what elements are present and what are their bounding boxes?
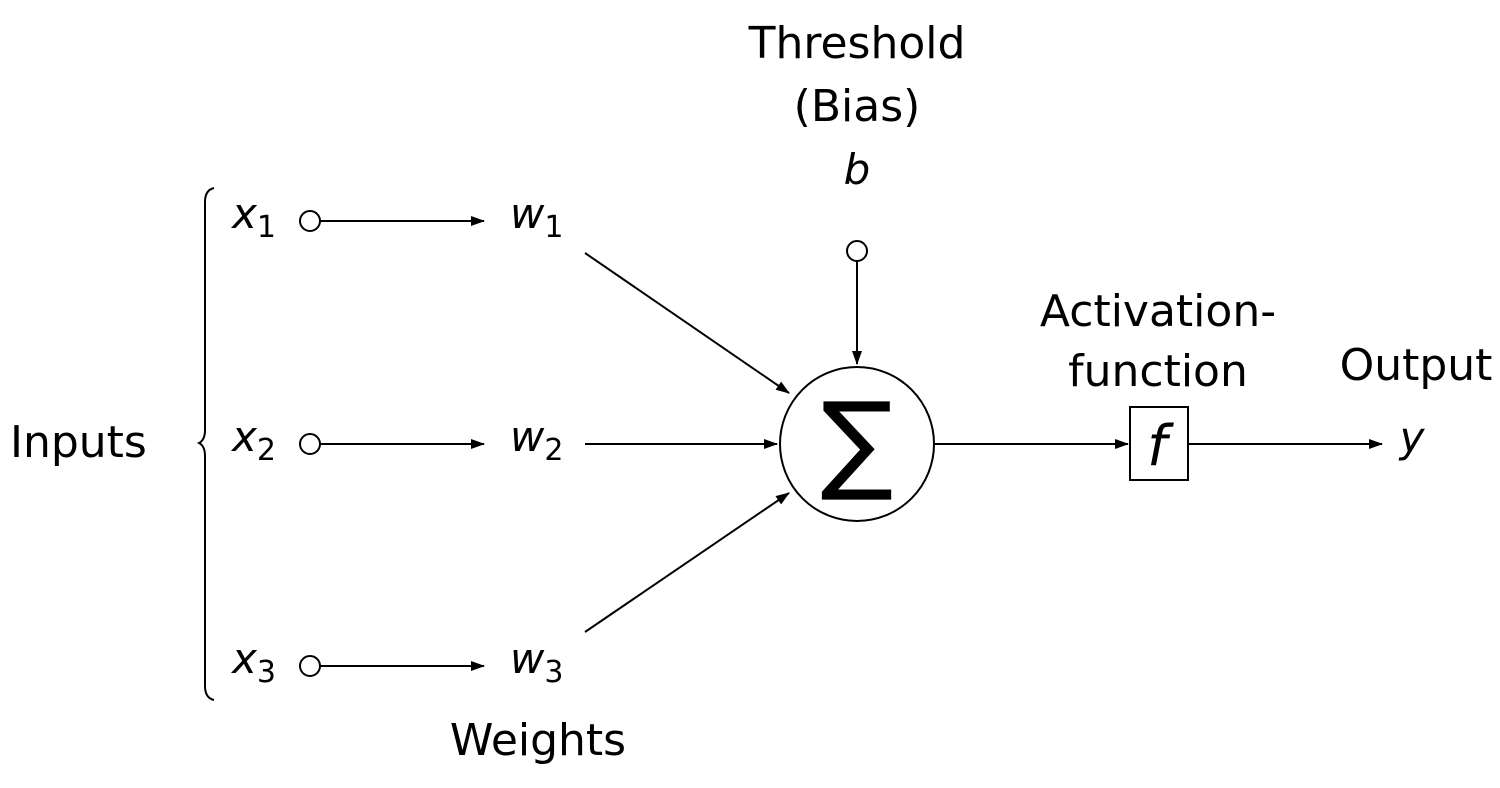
weight-w1-arrow (584, 252, 790, 394)
input-x1-label: x1 (230, 189, 276, 245)
inputs-brace (196, 187, 215, 701)
input-row-1: x1 w1 (230, 189, 790, 394)
weight-w3-arrow (584, 492, 790, 633)
input-x3-node (299, 655, 321, 677)
activation-label: Activation- (1040, 286, 1276, 337)
threshold-label: Threshold (748, 18, 966, 69)
input-x3-label: x3 (230, 634, 276, 690)
bias-node (846, 240, 868, 262)
bias-label: (Bias) (794, 81, 921, 132)
inputs-label: Inputs (10, 417, 147, 468)
input-x2-node (299, 433, 321, 455)
sigma-icon: ∑ (821, 380, 894, 505)
weight-w3-label: w3 (510, 634, 563, 690)
weights-label: Weights (450, 715, 626, 766)
input-row-2: x2 w2 (230, 412, 778, 468)
output-symbol: y (1398, 413, 1426, 462)
input-row-3: x3 w3 (230, 492, 790, 690)
output-label: Output (1340, 340, 1493, 391)
weight-w1-label: w1 (510, 189, 563, 245)
weight-w2-label: w2 (510, 412, 563, 468)
input-x1-node (299, 210, 321, 232)
function-label: function (1068, 346, 1248, 397)
input-x2-label: x2 (230, 412, 276, 468)
bias-symbol: b (844, 145, 871, 194)
